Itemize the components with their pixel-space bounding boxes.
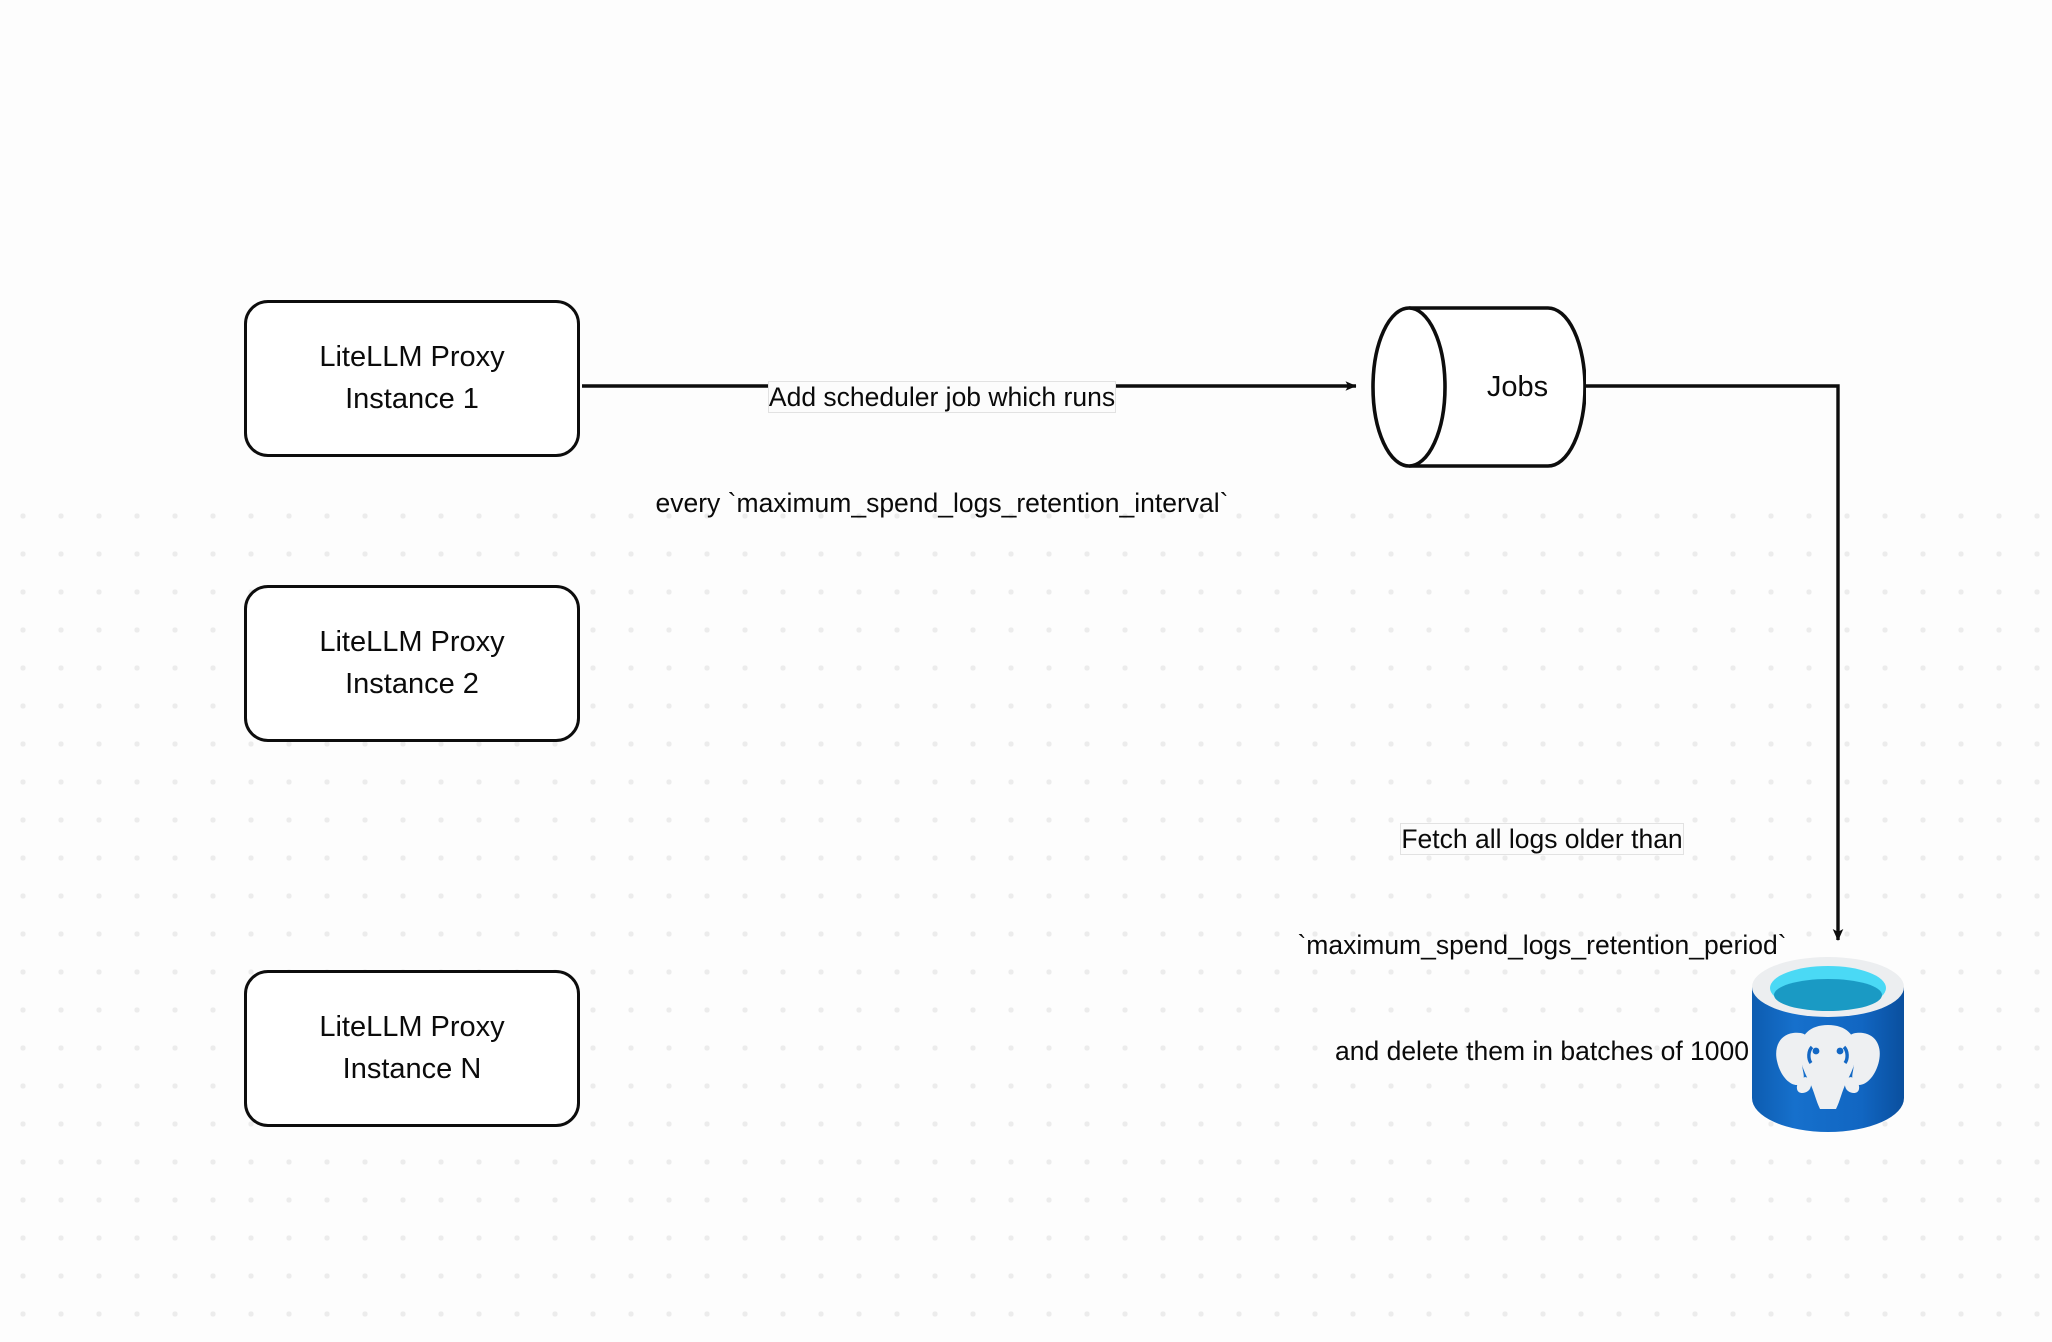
edge-label-highlight: Fetch all logs older than — [1400, 823, 1684, 856]
node-litellm-proxy-instance-1[interactable]: LiteLLM Proxy Instance 1 — [244, 300, 580, 457]
edge-label-line-1: Add scheduler job which runs — [592, 380, 1292, 415]
node-postgresql-database[interactable] — [1748, 955, 1908, 1140]
postgresql-elephant-logo — [1776, 1025, 1880, 1109]
node-label: LiteLLM Proxy Instance 1 — [319, 341, 505, 415]
edge-label-line-1: Fetch all logs older than — [1242, 822, 1842, 857]
edge-label-line-3: and delete them in batches of 1000 — [1335, 1035, 1749, 1066]
cylinder-shape — [1371, 306, 1587, 468]
postgresql-icon — [1752, 957, 1904, 1132]
elephant-eye-details — [1807, 1045, 1849, 1065]
edge-label-line-2: every `maximum_spend_logs_retention_inte… — [655, 488, 1229, 519]
node-litellm-proxy-instance-n[interactable]: LiteLLM Proxy Instance N — [244, 970, 580, 1127]
elephant-eyes — [1812, 1047, 1844, 1055]
node-label: LiteLLM Proxy Instance N — [319, 1011, 505, 1085]
edge-label-scheduler-job: Add scheduler job which runs every `maxi… — [592, 310, 1292, 592]
node-litellm-proxy-instance-2[interactable]: LiteLLM Proxy Instance 2 — [244, 585, 580, 742]
edge-label-fetch-delete: Fetch all logs older than `maximum_spend… — [1242, 752, 1842, 1140]
edge-jobs-to-database — [1586, 384, 1844, 941]
edge-label-line-2: `maximum_spend_logs_retention_period` — [1297, 930, 1787, 961]
node-label: LiteLLM Proxy Instance 2 — [319, 626, 505, 700]
node-label: Jobs — [1486, 370, 1549, 403]
node-jobs-cylinder[interactable]: Jobs — [1371, 305, 1587, 469]
edge-label-highlight: Add scheduler job which runs — [767, 381, 1117, 414]
